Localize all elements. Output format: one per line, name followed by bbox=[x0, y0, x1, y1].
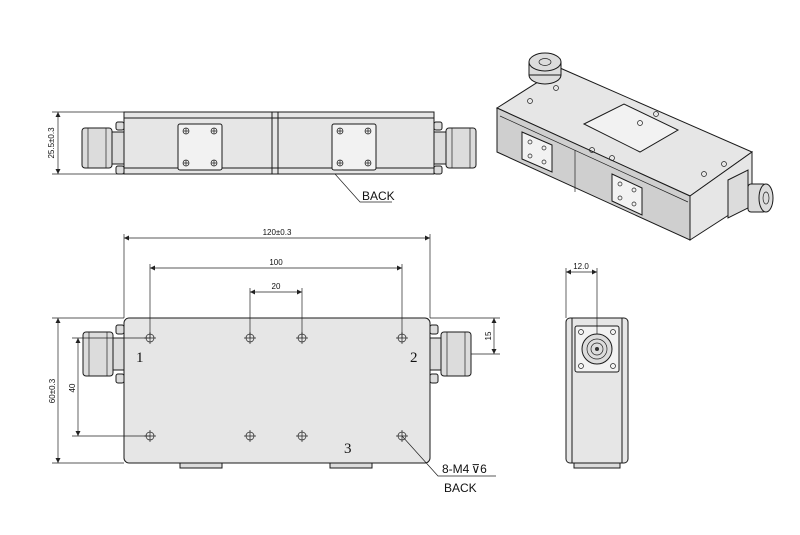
top-view-body bbox=[123, 111, 435, 175]
top-right-connector bbox=[433, 121, 477, 175]
port-3-label: 3 bbox=[344, 441, 352, 457]
connector-offset-dimension bbox=[430, 317, 500, 355]
iso-connector-top bbox=[528, 52, 562, 85]
length-dimension bbox=[123, 234, 431, 318]
top-view-height-label: 25.5±0.3 bbox=[47, 127, 56, 159]
iso-connector-right bbox=[727, 169, 774, 219]
front-right-connector bbox=[429, 324, 472, 384]
isometric-view bbox=[495, 52, 774, 241]
thread-depth: 6 bbox=[480, 462, 487, 476]
front-left-connector bbox=[82, 324, 125, 384]
front-view-back-label: BACK bbox=[444, 481, 477, 495]
front-view-foot-left bbox=[179, 462, 223, 469]
thread-depth-symbol: ⊽ bbox=[471, 462, 480, 476]
thread-callout: 8-M4⊽6 bbox=[442, 462, 487, 476]
side-view-connector bbox=[574, 325, 620, 373]
hole-span-dimension bbox=[149, 264, 403, 338]
iso-label-window bbox=[582, 103, 680, 153]
hole-pitch-dimension bbox=[249, 288, 303, 338]
row-spacing-dimension bbox=[72, 337, 150, 437]
top-left-connector bbox=[81, 121, 125, 175]
length-dimension-label: 120±0.3 bbox=[263, 228, 292, 237]
hole-pitch-label: 20 bbox=[272, 282, 281, 291]
front-view: 1 2 3 120±0.3 100 20 60±0.3 bbox=[48, 228, 500, 495]
thread-spec: 8-M4 bbox=[442, 462, 470, 476]
front-view-body bbox=[123, 317, 431, 464]
front-view-foot-right bbox=[329, 462, 373, 469]
iso-front-plate-right bbox=[611, 173, 643, 216]
row-spacing-label: 40 bbox=[68, 383, 77, 392]
top-view-height-dimension bbox=[52, 111, 124, 175]
top-view: 25.5±0.3 BACK bbox=[47, 111, 477, 203]
side-view-foot bbox=[573, 462, 621, 469]
top-view-cover-plate-left bbox=[177, 123, 223, 171]
connector-offset-label: 15 bbox=[484, 331, 493, 340]
top-view-back-label: BACK bbox=[362, 189, 395, 203]
side-width-dimension bbox=[565, 268, 598, 334]
front-height-label: 60±0.3 bbox=[48, 378, 57, 403]
hole-span-label: 100 bbox=[269, 258, 283, 267]
side-width-label: 12.0 bbox=[573, 262, 589, 271]
front-height-dimension bbox=[52, 317, 124, 464]
port-1-label: 1 bbox=[136, 350, 144, 366]
side-view: 12.0 bbox=[565, 262, 629, 469]
port-2-label: 2 bbox=[410, 350, 418, 366]
top-view-cover-plate-right bbox=[331, 123, 377, 171]
iso-front-plate-left bbox=[521, 131, 553, 173]
